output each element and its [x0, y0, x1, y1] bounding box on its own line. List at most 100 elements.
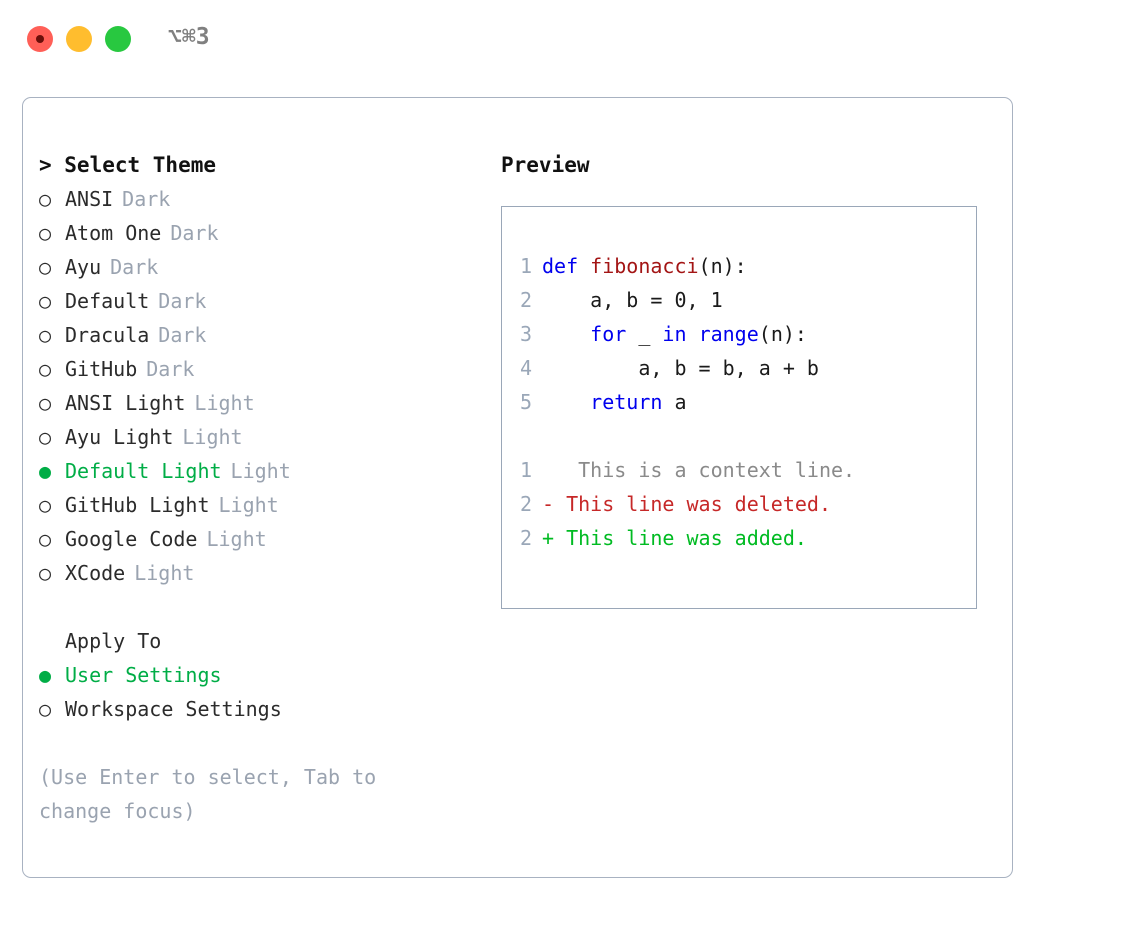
keyboard-hint-text: (Use Enter to select, Tab to change focu… — [39, 765, 389, 823]
theme-item-default[interactable]: ○ Default Dark — [39, 284, 489, 318]
apply-to-heading-bullet: ○ — [39, 624, 65, 658]
theme-item-label: Default — [65, 289, 150, 313]
keyboard-shortcut-label: ⌥⌘3 — [168, 24, 210, 50]
close-button[interactable] — [27, 26, 53, 52]
code-token — [687, 322, 699, 346]
theme-item-label: ANSI Light — [65, 391, 186, 415]
radio-unselected-icon: ○ — [39, 391, 52, 415]
select-theme-heading: > Select Theme — [39, 153, 217, 177]
theme-item-variant-tag: Dark — [158, 289, 207, 313]
minimize-button[interactable] — [66, 26, 92, 52]
code-token: range — [698, 322, 759, 346]
apply-to-heading-row: ○Apply To — [39, 624, 489, 658]
spacer — [518, 419, 976, 453]
apply-to-item-workspace-settings[interactable]: ○ Workspace Settings — [39, 692, 489, 726]
theme-item-variant-tag: Dark — [146, 357, 195, 381]
radio-unselected-icon: ○ — [39, 289, 52, 313]
line-number: 1 — [519, 254, 532, 278]
code-token — [542, 322, 590, 346]
line-number: 2 — [519, 526, 532, 550]
apply-to-item-label: User Settings — [65, 663, 222, 687]
diff-marker: - — [542, 492, 555, 516]
radio-unselected-icon: ○ — [39, 323, 52, 347]
code-token: a, b = b, a + b — [542, 356, 819, 380]
code-token: a, b = 0, 1 — [542, 288, 723, 312]
theme-item-variant-tag: Light — [206, 527, 267, 551]
code-line: 3 for _ in range(n): — [518, 317, 976, 351]
theme-item-variant-tag: Dark — [158, 323, 207, 347]
theme-item-github[interactable]: ○ GitHub Dark — [39, 352, 489, 386]
theme-item-variant-tag: Light — [218, 493, 279, 517]
theme-item-dracula[interactable]: ○ Dracula Dark — [39, 318, 489, 352]
theme-item-label: ANSI — [65, 187, 114, 211]
theme-item-label: Ayu Light — [65, 425, 174, 449]
code-token: (n): — [698, 254, 747, 278]
theme-item-label: Google Code — [65, 527, 198, 551]
theme-item-label: Default Light — [65, 459, 222, 483]
code-line: 5 return a — [518, 385, 976, 419]
theme-item-default-light[interactable]: ● Default Light Light — [39, 454, 489, 488]
diff-text: This line was added. — [554, 526, 807, 550]
diff-marker — [542, 458, 554, 482]
radio-unselected-icon: ○ — [39, 425, 52, 449]
theme-item-label: GitHub Light — [65, 493, 210, 517]
theme-item-label: XCode — [65, 561, 126, 585]
diff-line-added: 2+ This line was added. — [518, 521, 976, 555]
preview-heading: Preview — [501, 153, 590, 177]
apply-to-item-label: Workspace Settings — [65, 697, 282, 721]
radio-unselected-icon: ○ — [39, 697, 52, 721]
line-number: 5 — [519, 390, 532, 414]
apply-to-heading-label: Apply To — [65, 629, 162, 653]
theme-item-variant-tag: Light — [230, 459, 291, 483]
radio-unselected-icon: ○ — [39, 221, 52, 245]
theme-item-label: Atom One — [65, 221, 162, 245]
code-token: _ — [626, 322, 663, 346]
theme-item-variant-tag: Light — [134, 561, 195, 585]
diff-sample: 1 This is a context line.2- This line wa… — [518, 453, 976, 555]
line-number: 3 — [519, 322, 532, 346]
radio-unselected-icon: ○ — [39, 357, 52, 381]
code-token — [542, 390, 590, 414]
theme-item-label: GitHub — [65, 357, 138, 381]
radio-selected-icon: ● — [39, 663, 52, 687]
radio-selected-icon: ● — [39, 459, 52, 483]
theme-item-variant-tag: Light — [194, 391, 255, 415]
maximize-button[interactable] — [105, 26, 131, 52]
line-number: 4 — [519, 356, 532, 380]
theme-item-google-code[interactable]: ○ Google Code Light — [39, 522, 489, 556]
spacer — [39, 590, 489, 624]
diff-line-context: 1 This is a context line. — [518, 453, 976, 487]
diff-line-deleted: 2- This line was deleted. — [518, 487, 976, 521]
radio-unselected-icon: ○ — [39, 187, 52, 211]
theme-item-variant-tag: Dark — [170, 221, 219, 245]
theme-item-label: Dracula — [65, 323, 150, 347]
theme-item-variant-tag: Dark — [110, 255, 159, 279]
code-line: 2 a, b = 0, 1 — [518, 283, 976, 317]
code-token: def — [542, 254, 591, 278]
apply-to-list[interactable]: ● User Settings ○ Workspace Settings — [39, 658, 489, 726]
line-number: 1 — [519, 458, 532, 482]
code-token: return — [590, 390, 663, 414]
code-token: a — [662, 390, 687, 414]
radio-unselected-icon: ○ — [39, 255, 52, 279]
theme-item-ansi[interactable]: ○ ANSI Dark — [39, 182, 489, 216]
theme-item-atom-one[interactable]: ○ Atom One Dark — [39, 216, 489, 250]
code-token: in — [662, 322, 687, 346]
title-bar: ⌥⌘3 — [0, 0, 1140, 78]
line-number: 2 — [519, 492, 532, 516]
theme-item-ansi-light[interactable]: ○ ANSI Light Light — [39, 386, 489, 420]
theme-item-variant-tag: Dark — [122, 187, 171, 211]
apply-to-item-user-settings[interactable]: ● User Settings — [39, 658, 489, 692]
radio-unselected-icon: ○ — [39, 527, 52, 551]
code-token: (n): — [758, 322, 807, 346]
